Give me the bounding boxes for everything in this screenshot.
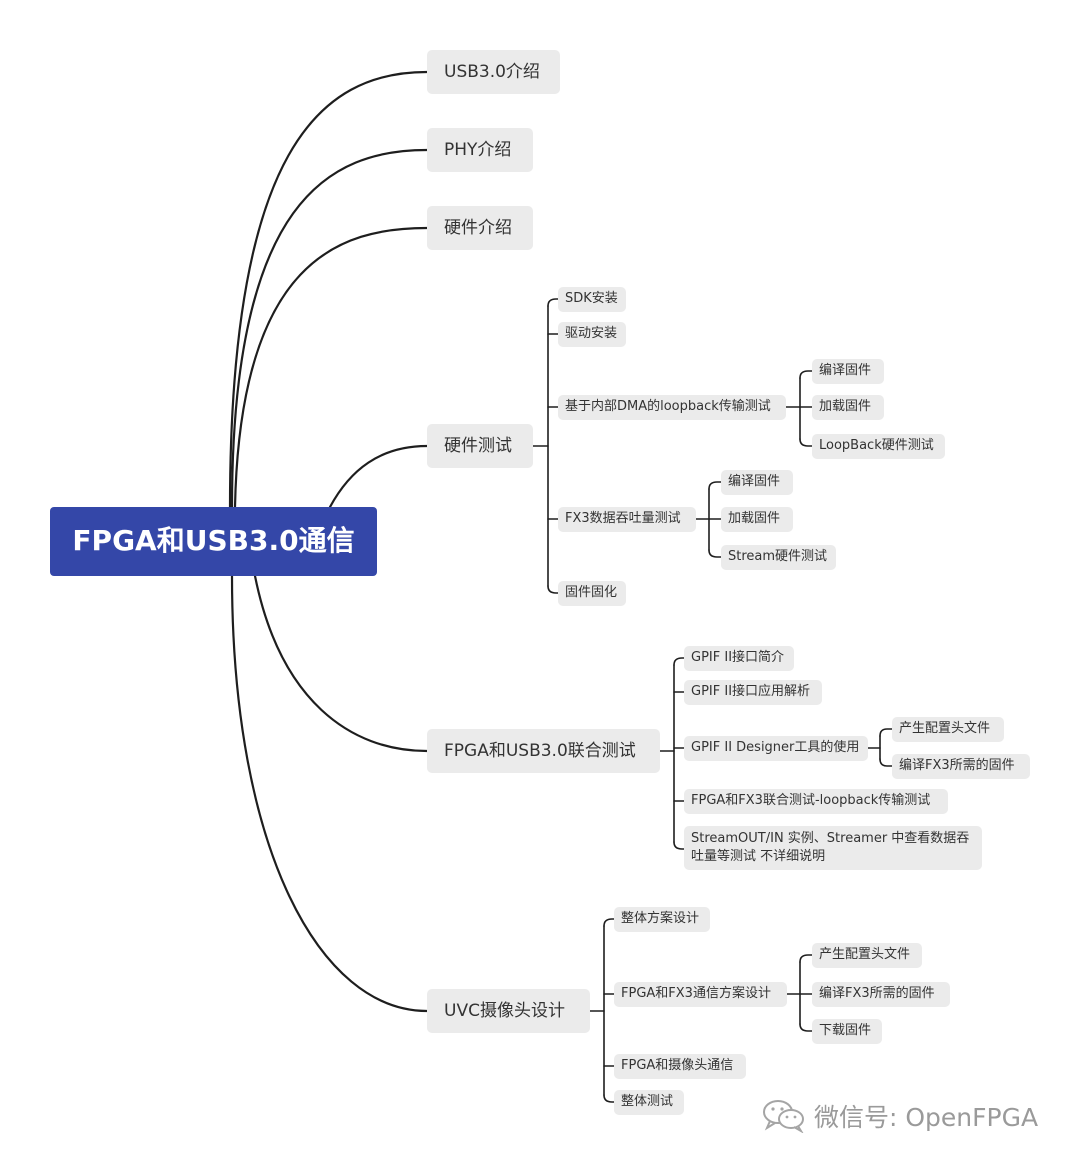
- topic-phy-intro[interactable]: PHY介绍: [427, 128, 533, 172]
- topic-uvc[interactable]: UVC摄像头设计: [427, 989, 590, 1033]
- topic-comm-gen-header[interactable]: 产生配置头文件: [812, 943, 922, 968]
- topic-camera-comm[interactable]: FPGA和摄像头通信: [614, 1054, 746, 1079]
- topic-throughput-compile[interactable]: 编译固件: [721, 470, 793, 495]
- topic-designer-gen-header[interactable]: 产生配置头文件: [892, 717, 1004, 742]
- topic-comm-compile-fw[interactable]: 编译FX3所需的固件: [812, 982, 950, 1007]
- topic-loopback-compile[interactable]: 编译固件: [812, 359, 884, 384]
- topic-loopback-hw-test[interactable]: LoopBack硬件测试: [812, 434, 945, 459]
- topic-overall-test[interactable]: 整体测试: [614, 1090, 684, 1115]
- topic-loopback-load[interactable]: 加载固件: [812, 395, 884, 420]
- topic-gpif-designer[interactable]: GPIF II Designer工具的使用: [684, 736, 868, 761]
- topic-usb-intro[interactable]: USB3.0介绍: [427, 50, 560, 94]
- topic-gpif-app[interactable]: GPIF II接口应用解析: [684, 680, 822, 705]
- topic-throughput-load[interactable]: 加载固件: [721, 507, 793, 532]
- topic-throughput-test[interactable]: FX3数据吞吐量测试: [558, 507, 696, 532]
- topic-comm-download-fw[interactable]: 下载固件: [812, 1019, 882, 1044]
- topic-joint-test[interactable]: FPGA和USB3.0联合测试: [427, 729, 660, 773]
- topic-sdk-install[interactable]: SDK安装: [558, 287, 626, 312]
- topic-firmware-solidify[interactable]: 固件固化: [558, 581, 626, 606]
- wechat-icon: [763, 1100, 804, 1133]
- topic-gpif-intro[interactable]: GPIF II接口简介: [684, 646, 794, 671]
- topic-loopback-test[interactable]: 基于内部DMA的loopback传输测试: [558, 395, 786, 420]
- watermark-text: 微信号: OpenFPGA: [814, 1103, 1039, 1132]
- topic-hw-intro[interactable]: 硬件介绍: [427, 206, 533, 250]
- topic-stream-example[interactable]: StreamOUT/IN 实例、Streamer 中查看数据吞吐量等测试 不详细…: [684, 826, 982, 870]
- topic-stream-hw-test[interactable]: Stream硬件测试: [721, 545, 836, 570]
- wechat-watermark: 微信号: OpenFPGA: [762, 1096, 1052, 1136]
- topic-fpga-fx3-loopback[interactable]: FPGA和FX3联合测试-loopback传输测试: [684, 789, 948, 814]
- topic-hw-test[interactable]: 硬件测试: [427, 424, 533, 468]
- root-topic[interactable]: FPGA和USB3.0通信: [50, 507, 377, 576]
- topic-driver-install[interactable]: 驱动安装: [558, 322, 626, 347]
- topic-comm-design[interactable]: FPGA和FX3通信方案设计: [614, 982, 787, 1007]
- topic-designer-compile-fw[interactable]: 编译FX3所需的固件: [892, 754, 1030, 779]
- topic-overall-design[interactable]: 整体方案设计: [614, 907, 710, 932]
